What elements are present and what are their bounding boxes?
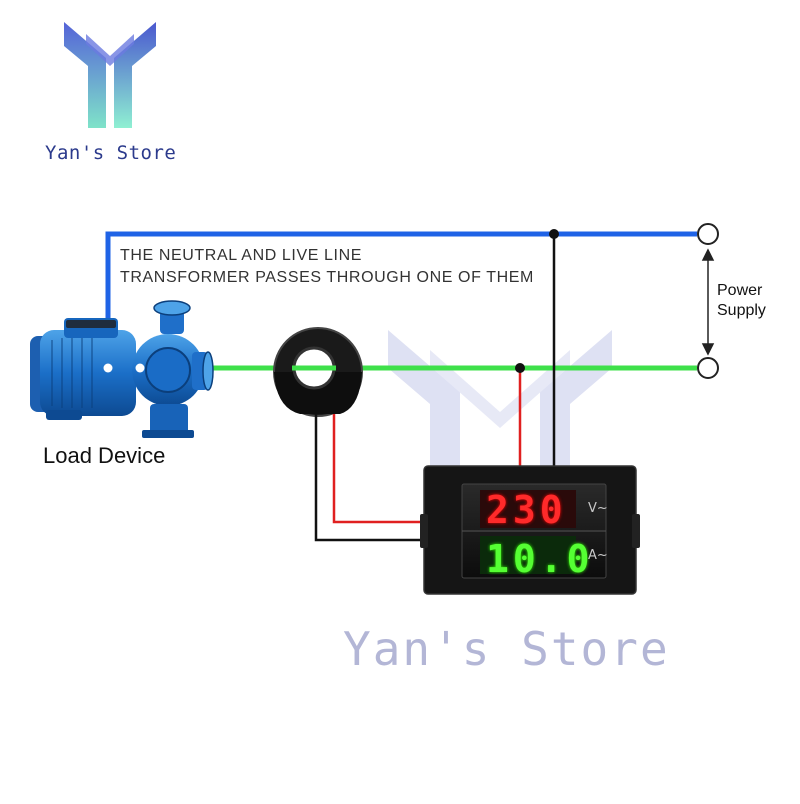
meter-feed-wires	[515, 229, 559, 470]
ct-signal-wires	[314, 414, 428, 542]
panel-meter-icon	[420, 465, 640, 595]
terminal-icon	[697, 223, 719, 379]
brand-name: Yan's Store	[45, 142, 177, 164]
logo-mark-icon	[64, 22, 156, 128]
power-supply-label-line1: Power	[717, 282, 763, 299]
voltage-unit: V~	[588, 501, 608, 516]
transformer-note-line1: THE NEUTRAL AND LIVE LINE	[120, 247, 363, 264]
watermark-text: Yan's Store	[343, 622, 670, 676]
current-unit: A~	[588, 548, 608, 563]
double-arrow-icon	[701, 248, 715, 356]
current-reading: 10.0	[486, 537, 594, 581]
water-pump-icon	[30, 300, 214, 438]
current-transformer-icon	[273, 327, 363, 417]
watermark-logo-icon	[388, 330, 612, 470]
transformer-note-line2: TRANSFORMER PASSES THROUGH ONE OF THEM	[120, 269, 534, 286]
load-device-label: Load Device	[43, 443, 166, 468]
voltage-reading: 230	[486, 488, 567, 532]
power-supply-label-line2: Supply	[717, 302, 766, 319]
